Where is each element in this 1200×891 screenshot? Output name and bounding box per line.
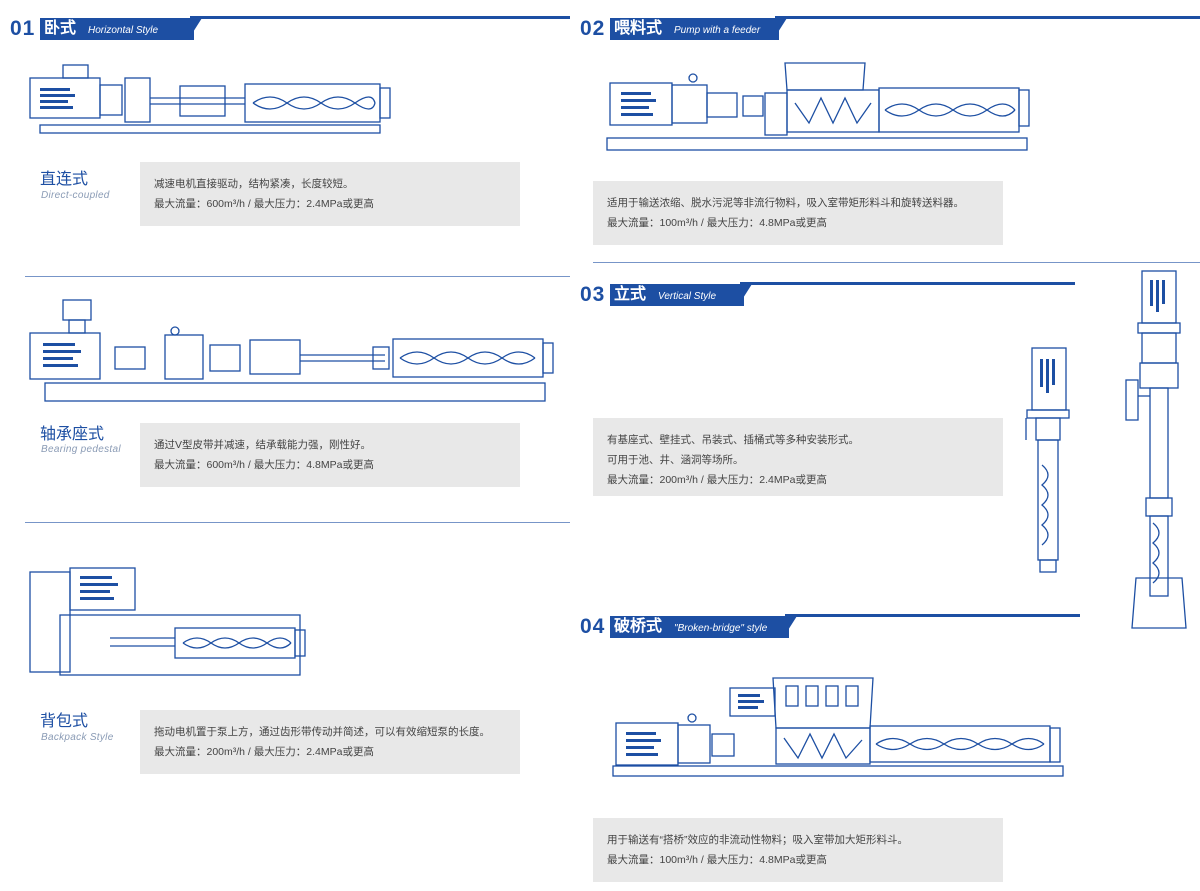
bearing-pedestal-subtitle: Bearing pedestal — [41, 444, 121, 455]
backpack-description: 拖动电机置于泵上方，通过齿形带传动并简述，可以有效缩短泵的长度。 最大流量：20… — [140, 710, 520, 774]
desc-line: 有基座式、壁挂式、吊装式、插桶式等多种安装形式。 — [607, 434, 859, 446]
desc-line: 拖动电机置于泵上方，通过齿形带传动并简述，可以有效缩短泵的长度。 — [154, 726, 490, 738]
section-number: 01 — [10, 17, 36, 40]
divider — [593, 262, 1200, 263]
desc-line: 用于输送有“搭桥”效应的非流动性物料；吸入室带加大矩形料斗。 — [607, 834, 908, 846]
section-title-tag: 破桥式 "Broken-bridge" style — [610, 616, 789, 638]
feeder-pump-drawing — [606, 62, 1030, 151]
bearing-pedestal-description: 通过V型皮带并减速，结承载能力强，刚性好。 最大流量：600m³/h / 最大压… — [140, 423, 520, 487]
section-title-cn: 破桥式 — [614, 618, 663, 635]
broken-bridge-description: 用于输送有“搭桥”效应的非流动性物料；吸入室带加大矩形料斗。 最大流量：100m… — [593, 818, 1003, 882]
section-number: 03 — [580, 283, 606, 306]
desc-line: 最大流量：100m³/h / 最大压力：4.8MPa或更高 — [607, 217, 827, 229]
desc-line: 最大流量：200m³/h / 最大压力：2.4MPa或更高 — [607, 474, 827, 486]
direct-coupled-description: 减速电机直接驱动，结构紧凑，长度较短。 最大流量：600m³/h / 最大压力：… — [140, 162, 520, 226]
section-title-en: "Broken-bridge" style — [674, 623, 768, 634]
section-title-cn: 喂料式 — [614, 20, 663, 37]
feeder-description: 适用于输送浓缩、脱水污泥等非流行物料，吸入室带矩形料斗和旋转送料器。 最大流量：… — [593, 181, 1003, 245]
divider — [25, 522, 570, 523]
backpack-pump-drawing — [29, 567, 306, 676]
section-title-en: Vertical Style — [658, 291, 716, 302]
section-rule — [190, 16, 570, 19]
section-rule — [775, 16, 1200, 19]
section-title-tag: 喂料式 Pump with a feeder — [610, 18, 779, 40]
section-title-cn: 立式 — [614, 286, 647, 303]
backpack-title: 背包式 — [40, 713, 89, 730]
section-number: 04 — [580, 615, 606, 638]
section-number: 02 — [580, 17, 606, 40]
section-title-tag: 立式 Vertical Style — [610, 284, 744, 306]
tag-slant — [738, 284, 752, 306]
direct-coupled-subtitle: Direct-coupled — [41, 190, 110, 201]
tag-slant — [783, 616, 797, 638]
desc-line: 减速电机直接驱动，结构紧凑，长度较短。 — [154, 178, 354, 190]
bearing-pedestal-title: 轴承座式 — [40, 426, 105, 443]
desc-line: 最大流量：100m³/h / 最大压力：4.8MPa或更高 — [607, 854, 827, 866]
vertical-description: 有基座式、壁挂式、吊装式、插桶式等多种安装形式。 可用于池、井、涵洞等场所。 最… — [593, 418, 1003, 496]
desc-line: 通过V型皮带并减速，结承载能力强，刚性好。 — [154, 439, 372, 451]
section-title-tag: 卧式 Horizontal Style — [40, 18, 194, 40]
desc-line: 最大流量：200m³/h / 最大压力：2.4MPa或更高 — [154, 746, 374, 758]
divider — [25, 276, 570, 277]
bearing-pedestal-pump-drawing — [29, 299, 554, 402]
direct-coupled-title: 直连式 — [40, 171, 89, 188]
vertical-pump-tall-drawing — [1125, 270, 1187, 629]
broken-bridge-pump-drawing — [612, 677, 1064, 777]
tag-slant — [188, 18, 202, 40]
section-title-cn: 卧式 — [44, 20, 77, 37]
tag-slant — [773, 18, 787, 40]
section-rule — [785, 614, 1080, 617]
backpack-subtitle: Backpack Style — [41, 732, 114, 743]
desc-line: 可用于池、井、涵洞等场所。 — [607, 454, 744, 466]
desc-line: 适用于输送浓缩、脱水污泥等非流行物料，吸入室带矩形料斗和旋转送料器。 — [607, 197, 964, 209]
vertical-pump-small-drawing — [1025, 347, 1070, 573]
section-title-en: Pump with a feeder — [674, 25, 761, 36]
section-rule — [740, 282, 1075, 285]
desc-line: 最大流量：600m³/h / 最大压力：2.4MPa或更高 — [154, 198, 374, 210]
desc-line: 最大流量：600m³/h / 最大压力：4.8MPa或更高 — [154, 459, 374, 471]
direct-coupled-pump-drawing — [29, 64, 391, 134]
section-title-en: Horizontal Style — [88, 25, 159, 36]
